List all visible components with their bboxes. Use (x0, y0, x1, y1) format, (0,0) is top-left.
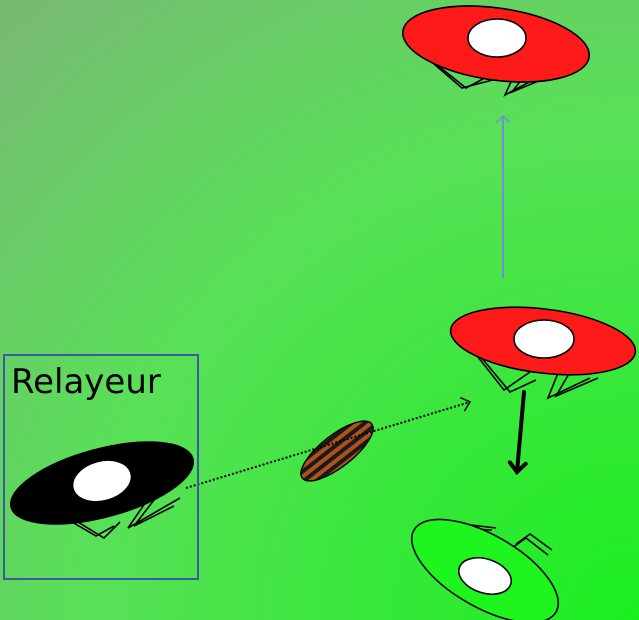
move-arrow-down (517, 392, 524, 472)
relayeur-label: Relayeur (11, 362, 161, 402)
player-red-top (398, 0, 594, 95)
player-green-bottom (396, 499, 574, 620)
relayeur-label-box: Relayeur (3, 354, 199, 580)
player-red-middle (447, 298, 639, 398)
